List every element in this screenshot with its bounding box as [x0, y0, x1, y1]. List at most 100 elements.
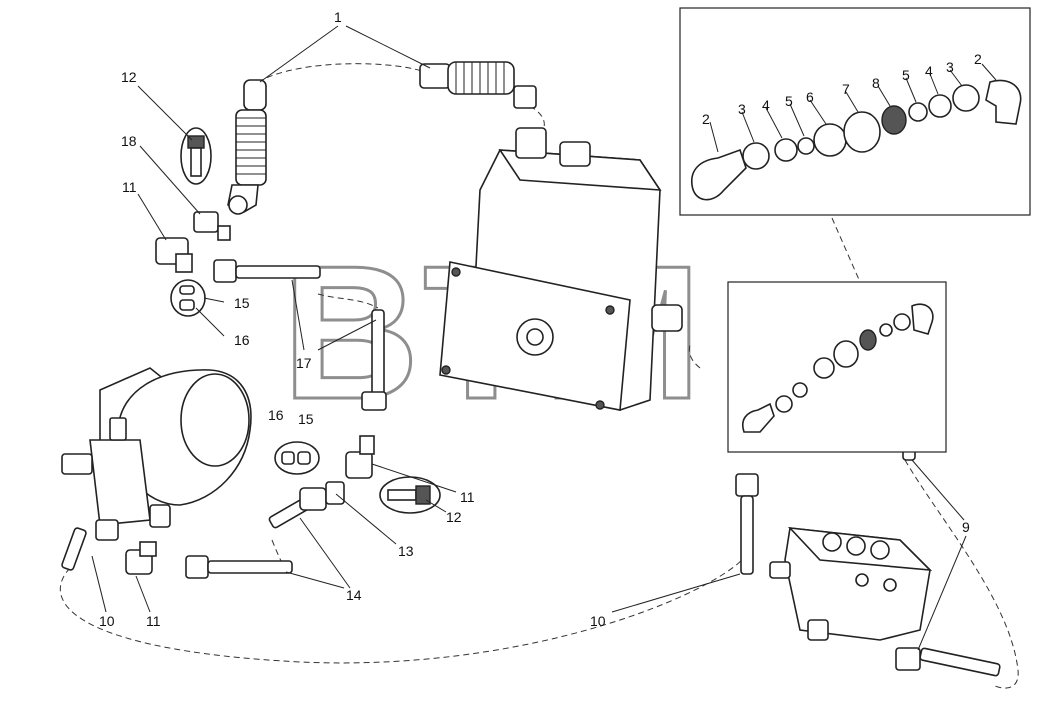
clip-16-top	[179, 299, 195, 311]
callout-1: 1	[334, 9, 342, 25]
leader-d5a	[789, 103, 805, 137]
leader-9b	[917, 535, 967, 651]
leader-12a	[137, 85, 193, 141]
leader-d4a	[765, 107, 783, 139]
leader-18	[139, 145, 201, 215]
callout-10-mid: 10	[590, 613, 606, 629]
leader-d3b	[949, 69, 963, 87]
pipe-10-mid	[735, 473, 759, 575]
detail-washer-4-left	[774, 138, 798, 162]
bolt-12-top-shank	[190, 147, 202, 177]
tank-bolt-2	[605, 305, 615, 315]
dash-detail-link	[831, 217, 861, 283]
pump-end-cap	[180, 373, 250, 467]
pipe-10-left-tube	[61, 527, 87, 571]
leader-lines	[91, 25, 997, 651]
callout-11-mid: 11	[460, 489, 475, 505]
callout-detail-6: 6	[806, 89, 814, 105]
leader-14a	[285, 571, 345, 589]
dash-pipe-9	[904, 459, 1019, 689]
mini-nut-left	[775, 395, 793, 413]
hose-nut-right	[513, 85, 537, 109]
pipe-17b-nut	[361, 391, 387, 411]
leader-d3a	[741, 111, 755, 143]
pipe-10-mid-tube	[740, 495, 754, 575]
detail-lockwasher-7	[843, 111, 881, 153]
detail-oring-5-right	[908, 102, 928, 122]
detail-nut-3-right	[952, 84, 980, 112]
pump-body-lower	[89, 439, 151, 526]
valve-port-1	[822, 532, 842, 552]
clips-mid-frame	[274, 441, 320, 475]
valve-port-5	[883, 578, 897, 592]
detail-frame-top	[679, 7, 1031, 216]
pump-port-top	[109, 417, 127, 441]
tank-top	[498, 149, 662, 191]
valve-port-2	[846, 536, 866, 556]
callout-detail-7: 7	[842, 81, 850, 97]
bolt-12-mid-shank	[387, 489, 417, 501]
callout-12-top: 12	[121, 69, 137, 85]
fittings-middle	[274, 435, 441, 514]
elbow-fitting-11-lower	[125, 541, 157, 575]
pump-port-left	[61, 453, 93, 475]
leader-14b	[299, 517, 351, 589]
pump-assembly	[61, 367, 252, 528]
callout-detail-5-right: 5	[902, 67, 910, 83]
leader-17b	[317, 319, 377, 351]
clip-15-top	[179, 285, 195, 295]
fitting-18-tab	[217, 225, 231, 241]
callout-18: 18	[121, 133, 137, 149]
callout-detail-3-left: 3	[738, 101, 746, 117]
dash-pipe-10-loop	[59, 559, 743, 664]
dash-tank-outlet	[688, 344, 701, 369]
tank-outlet-elbow	[651, 304, 683, 332]
elbow-11-top-nut	[175, 253, 193, 273]
fitting-13-body	[299, 487, 327, 511]
callout-16-top: 16	[234, 332, 250, 348]
pipe-17b-tube	[371, 309, 385, 397]
callout-9: 9	[962, 519, 970, 535]
dashed-routing-lines	[59, 63, 1019, 689]
callout-15-top: 15	[234, 295, 250, 311]
callout-11-lower: 11	[146, 613, 161, 629]
leader-1b	[345, 25, 431, 69]
valve-port-4	[855, 573, 869, 587]
leader-11c	[135, 575, 151, 613]
leader-13	[335, 493, 397, 545]
callout-detail-2-left: 2	[702, 111, 710, 127]
leader-d2b	[981, 63, 997, 81]
leader-d8	[877, 85, 891, 107]
leader-16a	[195, 307, 225, 337]
tank-bolt-1	[451, 267, 461, 277]
mini-lockwasher	[833, 340, 859, 368]
elbow-fitting-11-top	[155, 237, 193, 273]
callout-detail-8: 8	[872, 75, 880, 91]
hose-assembly-1	[227, 61, 537, 215]
detail-nut-6	[813, 123, 847, 157]
tank-filler-neck	[515, 127, 547, 159]
leader-d2a	[709, 121, 719, 153]
leader-11a	[137, 193, 167, 241]
leader-10a	[91, 555, 107, 613]
valve-port-bottom	[807, 619, 829, 641]
clips-15-16-top	[170, 279, 206, 317]
mini-oring-right	[879, 323, 893, 337]
leader-12b	[425, 499, 447, 513]
tank-breather	[559, 141, 591, 167]
callout-16-mid: 16	[268, 407, 284, 423]
tank-sight-glass-inner	[526, 328, 544, 346]
callout-13: 13	[398, 543, 414, 559]
hose-end-top	[243, 79, 267, 111]
hose-elbow-nut	[228, 195, 248, 215]
leader-d7	[845, 91, 859, 113]
pipe-14a-tube	[207, 560, 293, 574]
mini-elbow-left	[742, 402, 775, 433]
callout-17: 17	[296, 355, 312, 371]
leader-9a	[911, 459, 965, 521]
hose-end-left	[419, 63, 451, 89]
leader-1a	[259, 25, 339, 83]
pipe-9-bottom-tube	[919, 647, 1001, 677]
hydraulic-tank	[439, 127, 683, 411]
